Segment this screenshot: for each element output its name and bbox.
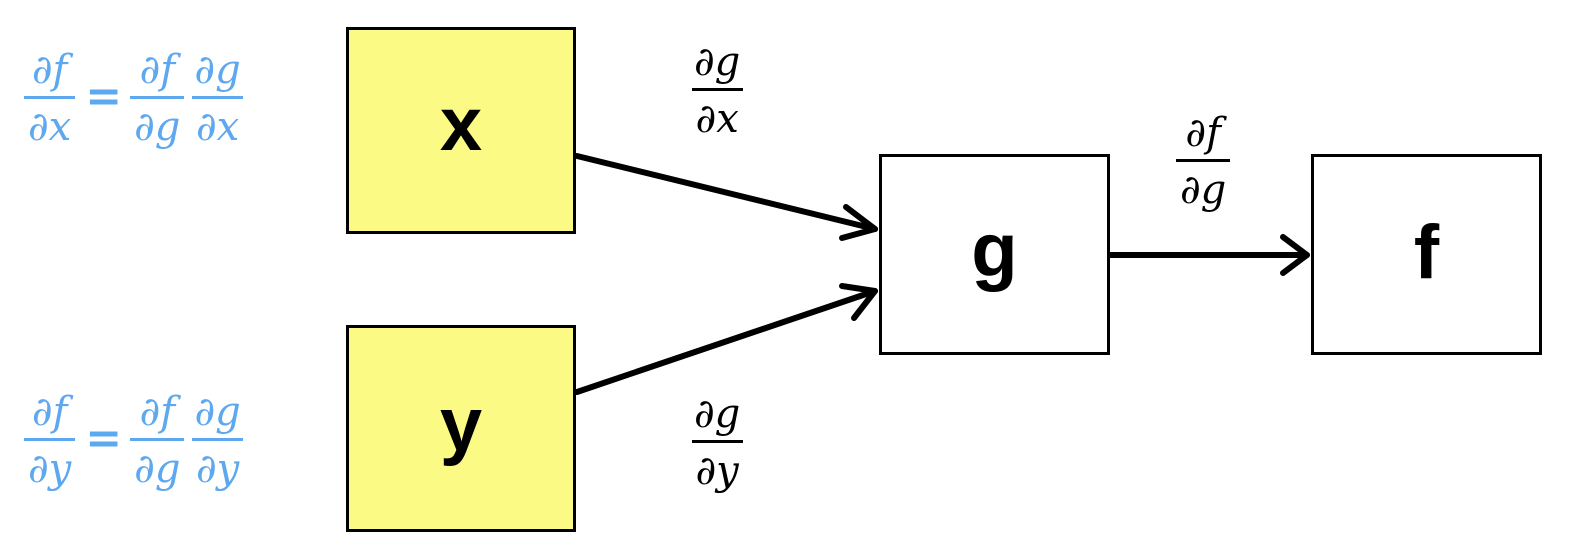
dg-dx-fraction: ∂g ∂x	[190, 50, 244, 147]
node-y-label: y	[439, 381, 483, 467]
dg-dy-fraction: ∂g ∂y	[190, 392, 244, 489]
edge-label-df-dg: ∂f ∂g	[1176, 110, 1231, 210]
fraction-numerator: ∂g	[194, 47, 241, 93]
fraction-denominator: ∂x	[691, 88, 743, 139]
fraction-denominator: ∂g	[130, 438, 185, 489]
chain-rule-formula-x: ∂f ∂x = ∂f ∂g ∂g ∂x	[24, 50, 245, 147]
df-dg-fraction: ∂f ∂g	[130, 47, 185, 147]
node-f: f	[1311, 154, 1542, 355]
df-dy-fraction: ∂f ∂y	[24, 389, 76, 489]
fraction-numerator: ∂f	[139, 47, 176, 93]
fraction-numerator: ∂f	[31, 389, 68, 435]
node-y: y	[346, 325, 576, 532]
fraction-denominator: ∂g	[1176, 159, 1231, 210]
fraction-numerator: ∂g	[694, 39, 741, 85]
fraction-numerator: ∂f	[1185, 110, 1221, 156]
fraction-denominator: ∂x	[191, 96, 244, 147]
node-f-label: f	[1413, 209, 1440, 295]
fraction-denominator: ∂y	[191, 438, 244, 489]
equals-sign: =	[85, 413, 123, 464]
df-dg-fraction: ∂f ∂g	[130, 389, 185, 489]
fraction-numerator: ∂f	[139, 389, 176, 435]
fraction-denominator: ∂x	[24, 96, 76, 147]
edge-label-dg-dx: ∂g ∂x	[690, 42, 744, 139]
chain-rule-formula-y: ∂f ∂y = ∂f ∂g ∂g ∂y	[24, 392, 245, 489]
equals-sign: =	[85, 71, 123, 122]
fraction-numerator: ∂g	[694, 391, 741, 437]
edge-arrow-x-to-g	[574, 153, 878, 241]
df-dx-fraction: ∂f ∂x	[24, 47, 76, 147]
fraction-denominator: ∂y	[24, 438, 76, 489]
fraction-numerator: ∂f	[31, 47, 68, 93]
fraction-denominator: ∂g	[130, 96, 185, 147]
node-g-label: g	[971, 207, 1018, 293]
node-g: g	[879, 154, 1110, 355]
edge-label-dg-dy: ∂g ∂y	[690, 394, 744, 491]
node-x-label: x	[439, 81, 483, 167]
node-x: x	[346, 27, 576, 234]
edge-arrow-y-to-g	[574, 283, 878, 395]
fraction-numerator: ∂g	[194, 389, 241, 435]
fraction-denominator: ∂y	[691, 440, 743, 491]
edge-arrow-g-to-f	[1107, 234, 1310, 276]
